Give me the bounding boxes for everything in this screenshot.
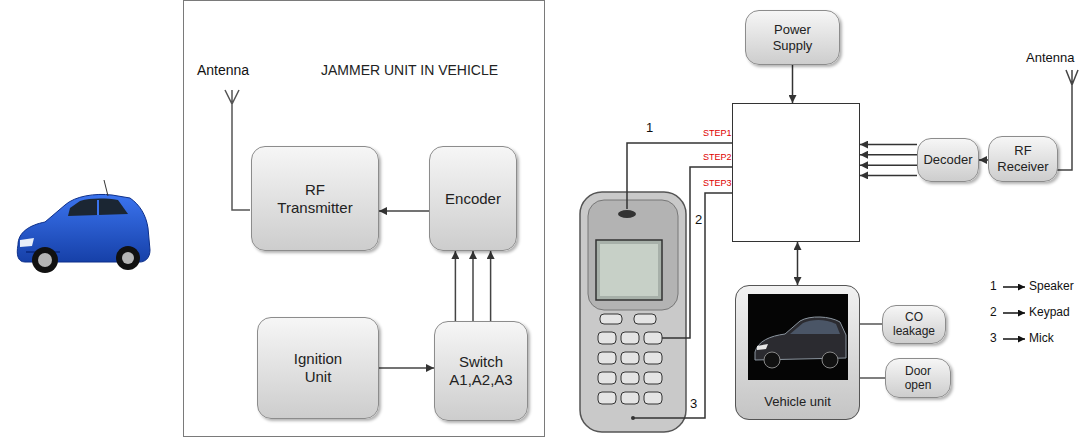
node-label: Ignition Unit <box>283 350 353 386</box>
node-label: Encoder <box>445 190 501 208</box>
node-label: RF Receiver <box>994 143 1052 174</box>
antenna-label: Antenna <box>197 62 249 79</box>
connector-arrow <box>472 251 474 321</box>
process-box: Encoder <box>429 146 517 251</box>
legend-arrow <box>1003 286 1025 288</box>
sensor-box: Door open <box>885 358 951 398</box>
legend-number: 3 <box>990 331 997 345</box>
process-box: Decoder <box>917 138 979 182</box>
process-box: RF Receiver <box>988 136 1058 182</box>
connector-arrow <box>797 242 799 285</box>
callout-number: 1 <box>646 120 653 136</box>
legend-text: Speaker <box>1029 279 1074 293</box>
antenna-symbol <box>225 90 250 210</box>
car-picture <box>17 180 150 273</box>
callout-number: 2 <box>695 212 702 228</box>
connector-arrow <box>490 251 492 321</box>
legend-arrow <box>1003 338 1025 340</box>
step-label: STEP2 <box>703 153 732 163</box>
node-label: Decoder <box>923 152 972 168</box>
process-box: RF Transmitter <box>251 146 379 251</box>
legend-number: 2 <box>990 305 997 319</box>
sensor-box: CO leakage <box>882 305 946 344</box>
car-picture <box>748 294 848 380</box>
process-box: Switch A1,A2,A3 <box>434 321 528 421</box>
legend-text: Mick <box>1029 331 1054 345</box>
connector-arrow <box>979 159 988 161</box>
step-label: STEP1 <box>703 129 732 139</box>
wire <box>633 193 732 418</box>
connector-arrow <box>860 144 917 146</box>
connector-arrow <box>379 210 429 212</box>
panel-title: JAMMER UNIT IN VEHICLE <box>321 63 498 78</box>
antenna-symbol <box>1056 70 1078 170</box>
node-label: Vehicle unit <box>764 394 831 410</box>
step-label: STEP3 <box>703 179 732 189</box>
legend-arrow <box>1003 312 1025 314</box>
vehicle-unit-box: Vehicle unit <box>735 285 860 420</box>
controller-box: STEP1STEP2STEP3 <box>732 103 860 242</box>
vehicle-unit-ground <box>735 285 860 420</box>
connector-arrow <box>379 367 434 369</box>
node-label: Switch A1,A2,A3 <box>443 353 519 389</box>
antenna-label: Antenna <box>1026 50 1074 66</box>
connector-arrow <box>860 377 885 379</box>
connector-arrow <box>860 154 917 156</box>
mobile-phone <box>580 192 686 432</box>
node-label: RF Transmitter <box>270 181 360 217</box>
process-box: Power Supply <box>745 10 840 65</box>
node-label: Door open <box>896 364 940 393</box>
connector-arrow <box>860 323 882 325</box>
node-label: CO leakage <box>888 310 940 339</box>
connector-arrow <box>860 165 917 167</box>
legend-text: Keypad <box>1029 305 1070 319</box>
process-box: Ignition Unit <box>257 317 379 419</box>
connector-arrow <box>860 175 917 177</box>
wire <box>627 143 732 209</box>
callout-number: 3 <box>690 396 697 412</box>
node-label: Power Supply <box>763 22 823 53</box>
connector-arrow <box>792 65 794 103</box>
connector-arrow <box>455 251 457 321</box>
legend-number: 1 <box>990 279 997 293</box>
